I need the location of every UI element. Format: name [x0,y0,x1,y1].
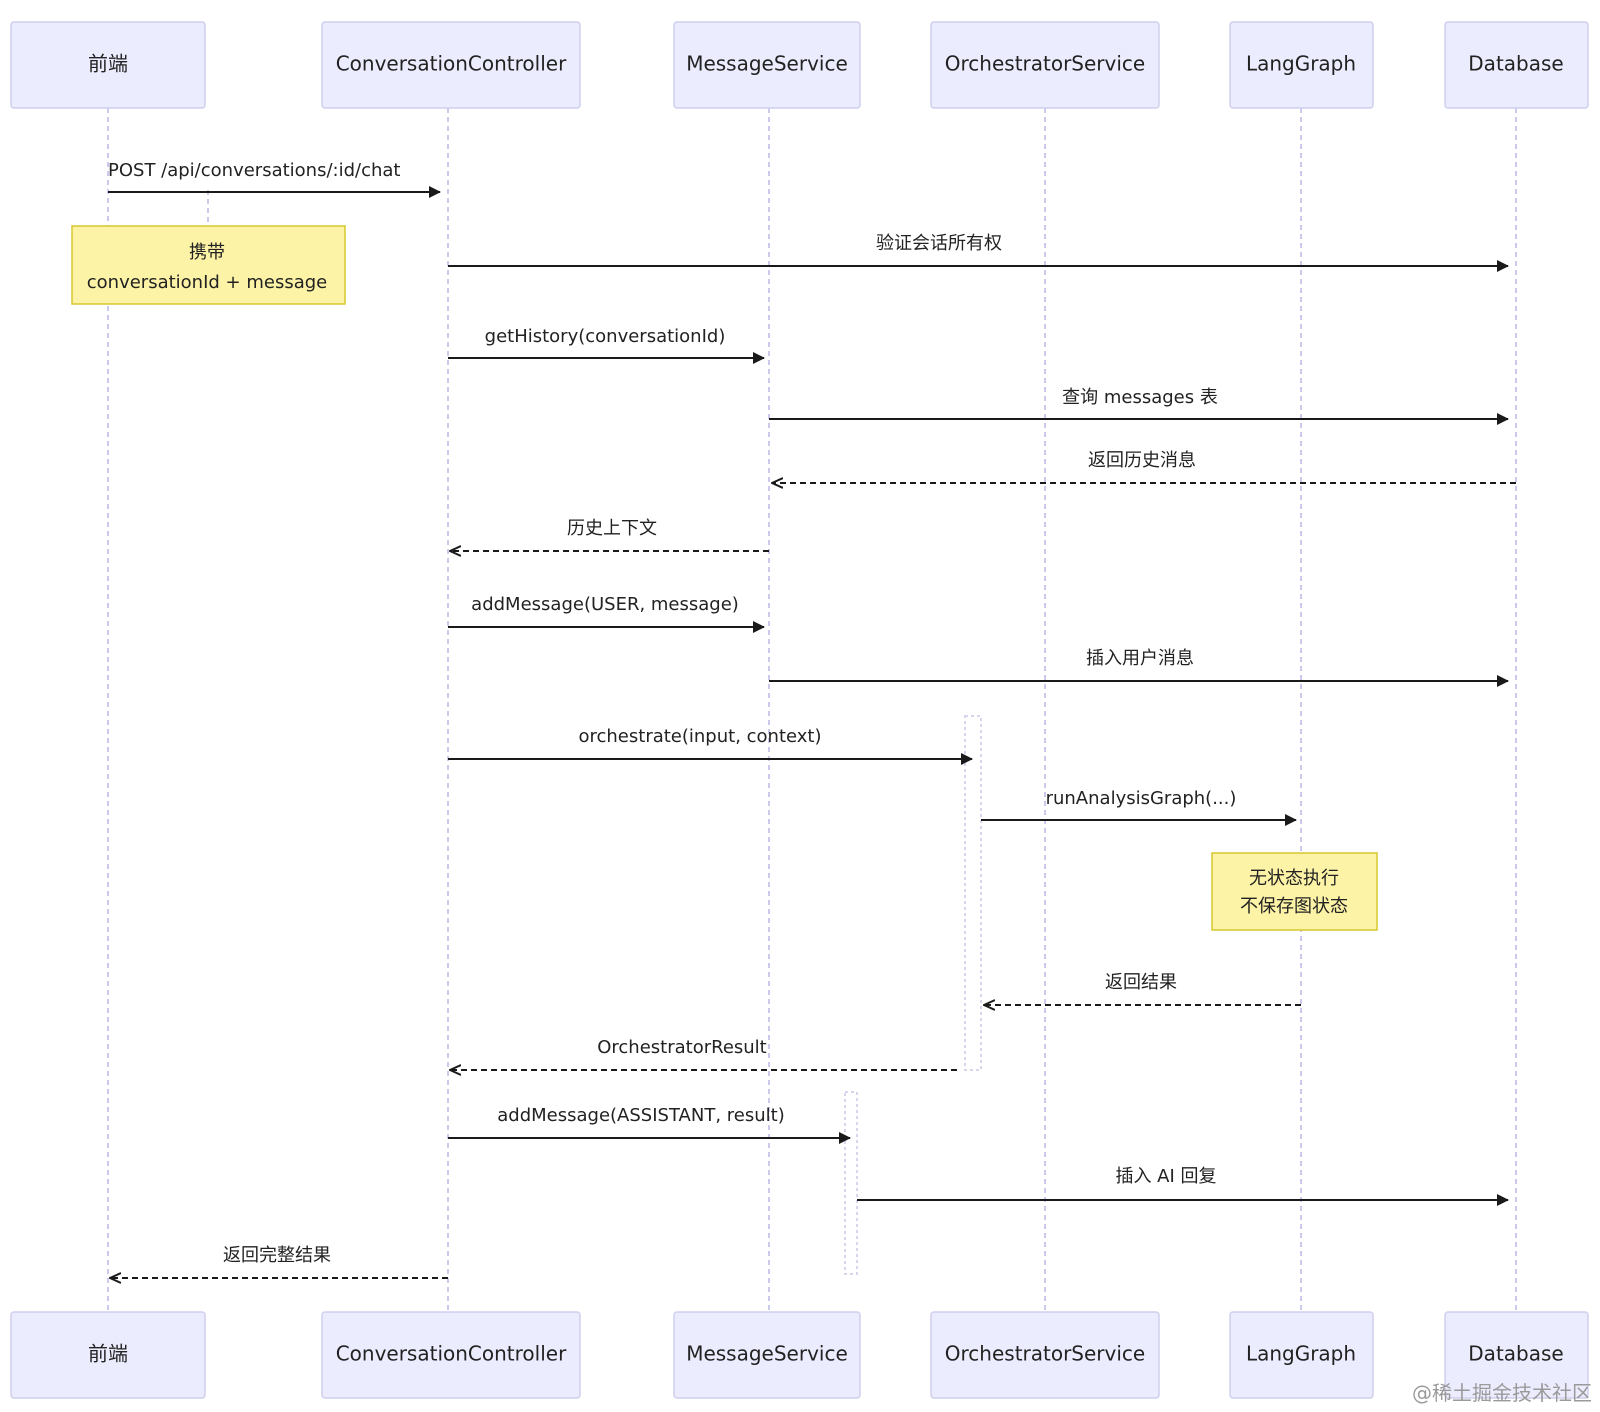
message-10: runAnalysisGraph(...) [981,788,1297,826]
participant-label: LangGraph [1246,1342,1356,1366]
participant-label: LangGraph [1246,52,1356,76]
participant-label: ConversationController [336,52,567,76]
message-14: 插入 AI 回复 [857,1166,1509,1206]
participant-label: MessageService [686,1342,848,1366]
watermark-text: @稀土掘金技术社区 [1412,1381,1592,1405]
message-label: 返回完整结果 [223,1245,331,1266]
message-4: 查询 messages 表 [769,387,1509,425]
participant-label: OrchestratorService [945,1342,1145,1366]
message-label: 返回历史消息 [1088,450,1196,471]
participant-controller-top: ConversationController [321,21,581,109]
participant-database-bottom: Database [1444,1311,1589,1399]
message-5: 返回历史消息 [772,450,1516,483]
participant-orchestrator-top: OrchestratorService [930,21,1160,109]
message-label: orchestrate(input, context) [578,726,821,747]
message-7: addMessage(USER, message) [448,594,765,633]
participant-database-top: Database [1444,21,1589,109]
participant-orchestrator-bottom: OrchestratorService [930,1311,1160,1399]
participant-message-service-top: MessageService [673,21,861,109]
note-line: 不保存图状态 [1240,896,1348,917]
participant-langgraph-top: LangGraph [1229,21,1374,109]
message-label: 历史上下文 [567,518,657,539]
participant-label: Database [1468,52,1563,76]
participant-controller-bottom: ConversationController [321,1311,581,1399]
note-line: 携带 [189,242,225,263]
note-line: conversationId + message [87,272,328,293]
participant-label: OrchestratorService [945,52,1145,76]
message-label: addMessage(USER, message) [471,594,739,615]
message-1: POST /api/conversations/:id/chat [108,160,441,198]
message-label: OrchestratorResult [597,1037,767,1058]
note-line: 无状态执行 [1249,868,1339,889]
note-carry-params: 携带 conversationId + message [71,225,346,305]
message-6: 历史上下文 [450,518,769,551]
message-label: 验证会话所有权 [876,233,1002,254]
participant-label: MessageService [686,52,848,76]
participant-frontend-top: 前端 [10,21,206,109]
participant-label: 前端 [88,52,128,76]
message-label: getHistory(conversationId) [485,326,726,347]
message-label: addMessage(ASSISTANT, result) [497,1105,784,1126]
message-8: 插入用户消息 [769,648,1509,687]
participant-message-service-bottom: MessageService [673,1311,861,1399]
message-label: POST /api/conversations/:id/chat [108,160,400,181]
message-2: 验证会话所有权 [448,233,1509,272]
message-label: runAnalysisGraph(...) [1046,788,1237,809]
activation-orchestrator [964,715,982,1071]
message-label: 查询 messages 表 [1062,387,1218,408]
message-label: 返回结果 [1105,972,1177,993]
message-label: 插入用户消息 [1086,648,1194,669]
participant-label: Database [1468,1342,1563,1366]
participant-label: ConversationController [336,1342,567,1366]
participant-frontend-bottom: 前端 [10,1311,206,1399]
message-12: OrchestratorResult [450,1037,957,1070]
message-9: orchestrate(input, context) [448,726,973,765]
participant-langgraph-bottom: LangGraph [1229,1311,1374,1399]
participant-label: 前端 [88,1342,128,1366]
message-15: 返回完整结果 [110,1245,448,1278]
note-stateless: 无状态执行 不保存图状态 [1211,852,1378,931]
message-label: 插入 AI 回复 [1115,1166,1216,1187]
message-13: addMessage(ASSISTANT, result) [448,1105,851,1144]
message-11: 返回结果 [984,972,1301,1005]
message-3: getHistory(conversationId) [448,326,765,364]
activation-message-service [844,1091,858,1275]
